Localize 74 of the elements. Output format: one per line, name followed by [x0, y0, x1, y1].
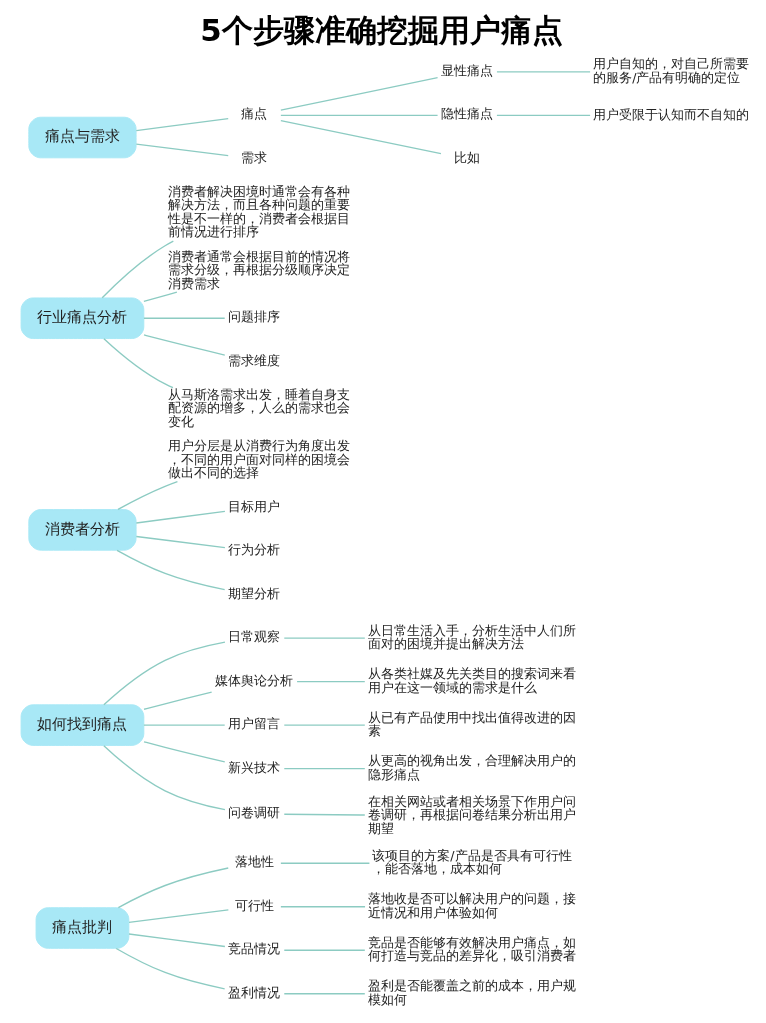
- node-text: 用户受限于认知而不自知的: [593, 106, 750, 122]
- connector: [143, 291, 178, 302]
- connector: [135, 142, 229, 156]
- node-text: 用户自知的，对自己所需要的服务/产品有明确的定位: [593, 55, 750, 85]
- node-text: 问题排序: [228, 308, 281, 324]
- connector: [116, 549, 226, 590]
- connector: [135, 117, 229, 131]
- connector: [143, 723, 226, 726]
- node-text: 用户分层是从消费行为角度出发，不同的用户面对同样的困境会做出不同的选择: [167, 437, 350, 480]
- connector: [117, 866, 229, 908]
- node-text: 新兴技术: [228, 759, 281, 775]
- connector: [117, 480, 179, 510]
- connector: [101, 239, 174, 298]
- connector: [280, 862, 371, 864]
- node-text: 在相关网站或者相关场景下作用户问卷调研，再根据问卷结果分析出用户期望: [368, 793, 577, 836]
- connector: [128, 908, 230, 923]
- node-text: 期望分析: [228, 585, 281, 601]
- connector: [280, 119, 442, 154]
- node-text: 媒体舆论分析: [215, 672, 294, 688]
- node-text: 该项目的方案/产品是否具有可行性，能否落地，成本如何: [372, 847, 572, 876]
- node-text: 隐性痛点: [441, 105, 494, 121]
- node-text: 行为分析: [228, 541, 281, 557]
- node-text: 比如: [454, 149, 481, 165]
- node-text: 痛点: [241, 105, 268, 121]
- connector: [135, 510, 226, 524]
- connector: [103, 744, 226, 810]
- connector: [143, 333, 226, 356]
- node-text: 消费者通常会根据目前的情况将需求分级，再根据分级顺序决定消费需求: [167, 248, 350, 291]
- node-text: 目标用户: [228, 498, 281, 514]
- connector: [283, 723, 366, 726]
- node-box: 如何找到痛点: [20, 703, 145, 746]
- node-text: 竞品情况: [228, 940, 281, 956]
- connector: [283, 636, 366, 639]
- node-text: 从马斯洛需求出发，睡着自身支配资源的增多，人么的需求也会变化: [167, 386, 350, 429]
- connector: [496, 114, 591, 116]
- connector: [143, 690, 213, 710]
- connector: [280, 905, 366, 907]
- connector: [143, 740, 226, 763]
- node-text: 日常观察: [228, 628, 281, 644]
- node-box: 痛点批判: [35, 906, 130, 949]
- node-text: 落地性: [234, 853, 274, 869]
- node-box: 痛点与需求: [28, 116, 137, 158]
- connector: [135, 535, 226, 548]
- connector: [128, 932, 226, 947]
- node-text: 需求维度: [228, 352, 281, 368]
- connector: [283, 813, 366, 816]
- node-text: 盈利是否能覆盖之前的成本，用户规模如何: [368, 977, 577, 1007]
- node-text: 竞品是否能够有效解决用户痛点，如何打造与竞品的差异化，吸引消费者: [368, 934, 577, 963]
- connector: [280, 76, 439, 111]
- connector: [296, 680, 366, 682]
- connector: [115, 947, 226, 989]
- node-text: 可行性: [234, 897, 274, 913]
- node-text: 用户留言: [228, 715, 281, 731]
- node-text: 需求: [241, 149, 268, 165]
- node-box: 行业痛点分析: [20, 296, 145, 339]
- connector: [496, 70, 591, 72]
- connector: [103, 337, 174, 388]
- connector: [283, 949, 366, 951]
- node-text: 从日常生活入手，分析生活中人们所面对的困境并提出解决方法: [368, 622, 577, 651]
- connector: [283, 992, 366, 994]
- node-text: 从各类社媒及先关类目的搜索词来看用户在这一领域的需求是什么: [368, 665, 577, 695]
- node-text: 显性痛点: [441, 62, 494, 78]
- node-text: 问卷调研: [228, 804, 281, 820]
- node-text: 消费者解决困境时通常会有各种解决方法，而且各种问题的重要性是不一样的，消费者会根据目前情况进行排序: [167, 183, 350, 239]
- node-text: 从已有产品使用中找出值得改进的因素: [368, 709, 577, 738]
- node-text: 落地收是否可以解决用户的问题，接近情况和用户体验如何: [368, 890, 577, 920]
- node-text: 盈利情况: [228, 984, 281, 1000]
- connector: [283, 767, 366, 769]
- node-text: 从更高的视角出发，合理解决用户的隐形痛点: [368, 752, 577, 782]
- node-box: 消费者分析: [28, 508, 137, 551]
- diagram-title: 5个步骤准确挖掘用户痛点: [200, 11, 563, 47]
- connector: [280, 114, 439, 116]
- connector: [143, 317, 226, 319]
- connector: [103, 640, 226, 705]
